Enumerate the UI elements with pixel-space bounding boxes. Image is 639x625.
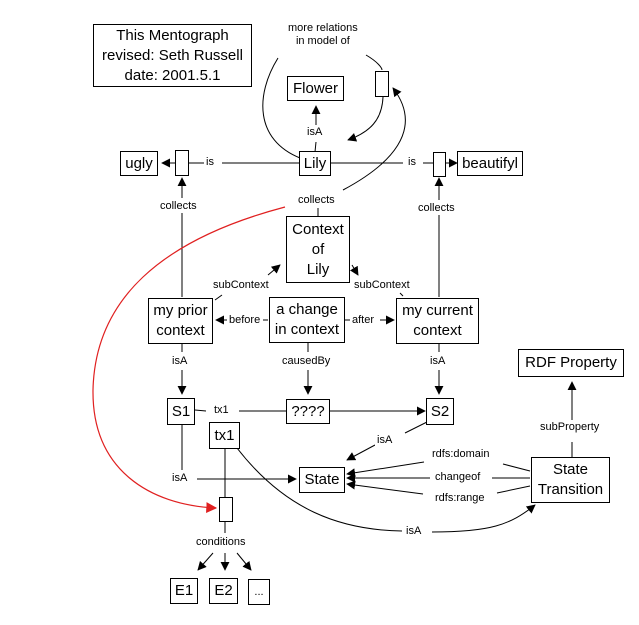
node-my-prior-context[interactable]: my prior context [148,298,213,344]
label-tx1-edge: tx1 [212,404,231,417]
label-subProperty: subProperty [538,421,602,434]
label-changeof: changeof [433,471,483,484]
label-after: after [350,314,377,327]
label-rdfs-range: rdfs:range [433,492,487,505]
node-e2[interactable]: E2 [209,578,238,604]
label-conditions: conditions [194,536,248,549]
node-s1[interactable]: S1 [167,398,195,425]
node-tx1[interactable]: tx1 [209,422,240,449]
label-more-relations: more relations in model of [288,22,358,47]
label-rdfs-domain: rdfs:domain [430,448,492,461]
mentograph-info-box: This Mentograph revised: Seth Russell da… [93,24,252,87]
node-rdf-property[interactable]: RDF Property [518,349,624,377]
label-isA-prior: isA [170,355,190,368]
edge-box-to-lily [347,96,384,142]
info-line-title: This Mentograph [116,26,229,44]
edge-subcontext-left [214,294,223,301]
node-e1[interactable]: E1 [170,578,198,604]
label-collects-left: collects [158,200,199,213]
label-is-beautiful: is [406,156,418,169]
label-causedBy: causedBy [280,355,333,368]
edge-collects-to-conditions-highlight [92,206,286,513]
node-flower[interactable]: Flower [287,76,344,101]
label-isA-tx1: isA [404,525,424,538]
statement-box-ugly[interactable] [175,150,189,176]
edge-collects-to-box [342,87,406,191]
node-a-change-in-context[interactable]: a change in context [269,297,345,343]
node-my-current-context[interactable]: my current context [396,298,479,344]
edge-subcontext-right [399,292,404,297]
label-collects-center: collects [296,194,337,207]
statement-box-more-relations[interactable] [375,71,389,97]
label-isA-current: isA [428,355,448,368]
node-ellipsis[interactable]: ... [248,579,270,605]
statement-box-conditions[interactable] [219,497,233,522]
edge-more-relations-left [262,57,301,159]
info-line-revised: revised: Seth Russell [102,46,243,64]
node-state-transition[interactable]: State Transition [531,457,610,503]
label-is-ugly: is [204,156,216,169]
node-beautiful[interactable]: beautifyl [457,151,523,176]
node-unknown[interactable]: ???? [286,399,330,424]
label-subcontext-left: subContext [211,279,271,292]
edge-lily-isA [314,141,317,153]
node-lily[interactable]: Lily [299,151,331,176]
label-isA-s2-state: isA [375,434,395,447]
info-line-date: date: 2001.5.1 [124,66,221,84]
statement-box-beautiful[interactable] [433,152,446,177]
label-before: before [227,314,263,327]
edge-more-relations-right [365,54,383,71]
label-isA-flower: isA [305,126,325,139]
label-isA-s1-state: isA [170,472,190,485]
node-state[interactable]: State [299,467,345,493]
node-s2[interactable]: S2 [426,398,454,425]
label-collects-right: collects [416,202,457,215]
label-subcontext-right: subContext [352,279,412,292]
node-ugly[interactable]: ugly [120,151,158,176]
node-context-of-lily[interactable]: Context of Lily [286,216,350,283]
